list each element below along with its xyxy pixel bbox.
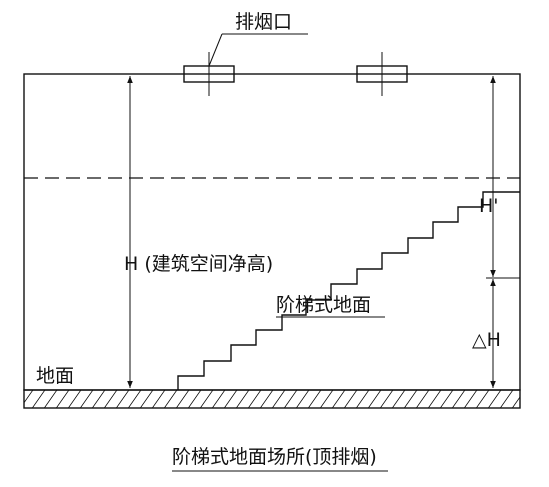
exhaust-outlet-label: 排烟口 — [235, 11, 292, 33]
room-outline — [23, 73, 521, 391]
exhaust-outlet-leader — [208, 33, 308, 67]
ground-hatch — [23, 389, 521, 409]
caption-title: 阶梯式地面场所(顶排烟) — [172, 446, 377, 468]
floor-label: 地面 — [36, 365, 74, 387]
delta-h-label: △H — [472, 329, 501, 351]
stepped-floor-label: 阶梯式地面 — [276, 294, 371, 316]
stepped-floor-outline — [177, 191, 520, 390]
h-prime-label: H' — [479, 195, 499, 217]
building-height-label: H (建筑空间净高) — [124, 253, 273, 275]
exhaust-outlet-right — [356, 52, 408, 96]
